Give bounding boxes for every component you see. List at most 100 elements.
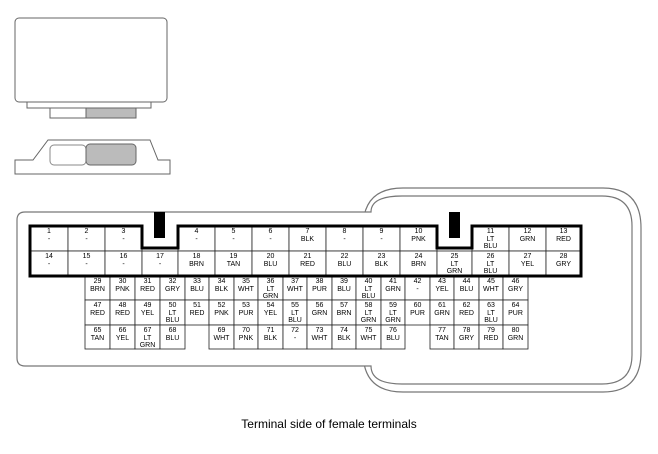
terminal-cell bbox=[214, 250, 253, 277]
wire-color: - bbox=[195, 236, 198, 243]
wire-color: BLK bbox=[215, 286, 229, 293]
wire-color: LT bbox=[267, 286, 275, 293]
terminal-number: 61 bbox=[438, 302, 446, 309]
terminal-cell bbox=[478, 324, 504, 350]
terminal-15: 15- bbox=[67, 250, 106, 277]
terminal-cell bbox=[104, 250, 143, 277]
wire-color: GRN bbox=[263, 293, 279, 300]
terminal-cell bbox=[159, 299, 186, 326]
terminal-number: 65 bbox=[94, 327, 102, 334]
wire-color: RED bbox=[459, 310, 474, 317]
terminal-number: 60 bbox=[414, 302, 422, 309]
wire-color: WHT bbox=[312, 335, 329, 342]
terminal-number: 77 bbox=[438, 327, 446, 334]
wire-color: WHT bbox=[214, 335, 231, 342]
terminal-cell bbox=[471, 250, 510, 277]
terminal-cell bbox=[251, 250, 290, 277]
terminal-cell bbox=[325, 225, 364, 252]
wire-color: - bbox=[343, 236, 346, 243]
terminal-cell bbox=[208, 324, 235, 350]
wire-color: GRN bbox=[312, 310, 328, 317]
terminal-number: 26 bbox=[487, 253, 495, 260]
terminal-cell bbox=[141, 250, 179, 277]
wire-color: GRN bbox=[520, 236, 536, 243]
wire-color: PNK bbox=[411, 236, 426, 243]
terminal-number: 71 bbox=[267, 327, 275, 334]
terminal-cell bbox=[404, 299, 431, 326]
wire-color: - bbox=[122, 261, 125, 268]
terminal-number: 2 bbox=[85, 228, 89, 235]
wire-color: YEL bbox=[141, 310, 154, 317]
terminal-cell bbox=[471, 225, 510, 252]
wire-color: BLU bbox=[338, 261, 352, 268]
terminal-number: 35 bbox=[242, 278, 250, 285]
wire-color: BLK bbox=[264, 335, 278, 342]
wire-color: GRY bbox=[556, 261, 571, 268]
terminal-number: 68 bbox=[169, 327, 177, 334]
wire-color: LT bbox=[451, 261, 459, 268]
terminal-number: 33 bbox=[193, 278, 201, 285]
wire-color: GRY bbox=[508, 286, 523, 293]
wire-color: WHT bbox=[238, 286, 255, 293]
wire-color: YEL bbox=[435, 286, 448, 293]
wire-color: - bbox=[269, 236, 272, 243]
connector-end-view bbox=[14, 139, 171, 175]
wire-color: BLU bbox=[288, 317, 302, 324]
wire-color: GRY bbox=[165, 286, 180, 293]
wire-color: - bbox=[85, 236, 88, 243]
wire-color: BLK bbox=[337, 335, 351, 342]
terminal-number: 63 bbox=[487, 302, 495, 309]
wire-color: PUR bbox=[312, 286, 327, 293]
terminal-number: 57 bbox=[340, 302, 348, 309]
wire-color: LT bbox=[365, 286, 373, 293]
wire-color: LT bbox=[144, 335, 152, 342]
terminal-number: 45 bbox=[487, 278, 495, 285]
terminal-42: 42- bbox=[404, 275, 431, 301]
terminal-6: 6- bbox=[251, 225, 290, 252]
terminal-number: 49 bbox=[144, 302, 152, 309]
wire-color: RED bbox=[300, 261, 315, 268]
wire-color: PUR bbox=[239, 310, 254, 317]
terminal-number: 72 bbox=[291, 327, 299, 334]
terminal-4: 4- bbox=[177, 225, 216, 252]
terminal-number: 42 bbox=[414, 278, 422, 285]
connector-side-view bbox=[14, 17, 168, 119]
terminal-number: 46 bbox=[512, 278, 520, 285]
terminal-number: 25 bbox=[451, 253, 459, 260]
terminal-number: 5 bbox=[232, 228, 236, 235]
wire-color: BLU bbox=[190, 286, 204, 293]
terminal-number: 64 bbox=[512, 302, 520, 309]
terminal-2: 2- bbox=[67, 225, 106, 252]
wire-color: BRN bbox=[90, 286, 105, 293]
terminal-number: 12 bbox=[524, 228, 532, 235]
wire-color: GRN bbox=[447, 268, 463, 275]
wire-color: - bbox=[122, 236, 125, 243]
terminal-72: 72- bbox=[282, 324, 308, 350]
terminal-number: 15 bbox=[83, 253, 91, 260]
terminal-14: 14- bbox=[29, 250, 69, 277]
terminal-number: 20 bbox=[267, 253, 275, 260]
terminal-number: 30 bbox=[119, 278, 127, 285]
wire-color: TAN bbox=[435, 335, 448, 342]
